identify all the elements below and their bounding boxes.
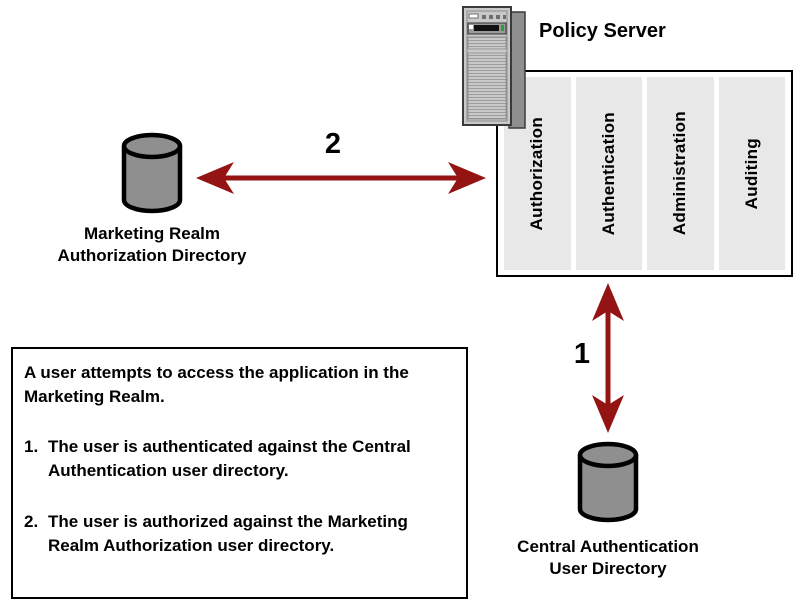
marketing-directory-label-line2: Authorization Directory	[57, 246, 247, 265]
note-step-2: 2. The user is authorized against the Ma…	[24, 510, 456, 558]
marketing-directory-label: Marketing Realm Authorization Directory	[22, 223, 282, 267]
central-directory-label-line1: Central Authentication	[517, 537, 699, 556]
policy-server-box: Authorization Authentication Administrat…	[496, 70, 793, 277]
central-directory-label-line2: User Directory	[549, 559, 667, 578]
authorization-flow-number: 2	[324, 128, 342, 160]
marketing-directory-database-icon	[120, 132, 184, 216]
server-tower-icon	[460, 5, 528, 133]
marketing-directory-label-line1: Marketing Realm	[83, 224, 221, 243]
note-step-1-text: The user is authenticated against the Ce…	[48, 437, 411, 480]
column-label-authentication: Authentication	[598, 111, 618, 236]
note-step-1-number: 1.	[24, 437, 39, 456]
central-directory-label: Central Authentication User Directory	[483, 536, 733, 580]
policy-server-column-administration: Administration	[647, 77, 714, 270]
column-label-administration: Administration	[670, 111, 690, 236]
policy-server-title: Policy Server	[539, 20, 666, 42]
authentication-flow-arrow-icon	[590, 283, 626, 438]
note-box: A user attempts to access the applicatio…	[11, 347, 468, 599]
policy-server-column-authentication: Authentication	[575, 77, 642, 270]
column-label-auditing: Auditing	[741, 137, 761, 210]
central-directory-database-icon	[576, 441, 640, 525]
authorization-flow-arrow-icon	[196, 160, 486, 201]
note-step-2-number: 2.	[24, 512, 39, 531]
note-step-2-text: The user is authorized against the Marke…	[48, 512, 408, 555]
note-step-1: 1. The user is authenticated against the…	[24, 435, 456, 483]
authentication-flow-number: 1	[573, 338, 591, 370]
note-intro: A user attempts to access the applicatio…	[24, 363, 409, 406]
column-label-authorization: Authorization	[527, 116, 547, 231]
policy-server-column-auditing: Auditing	[718, 77, 785, 270]
